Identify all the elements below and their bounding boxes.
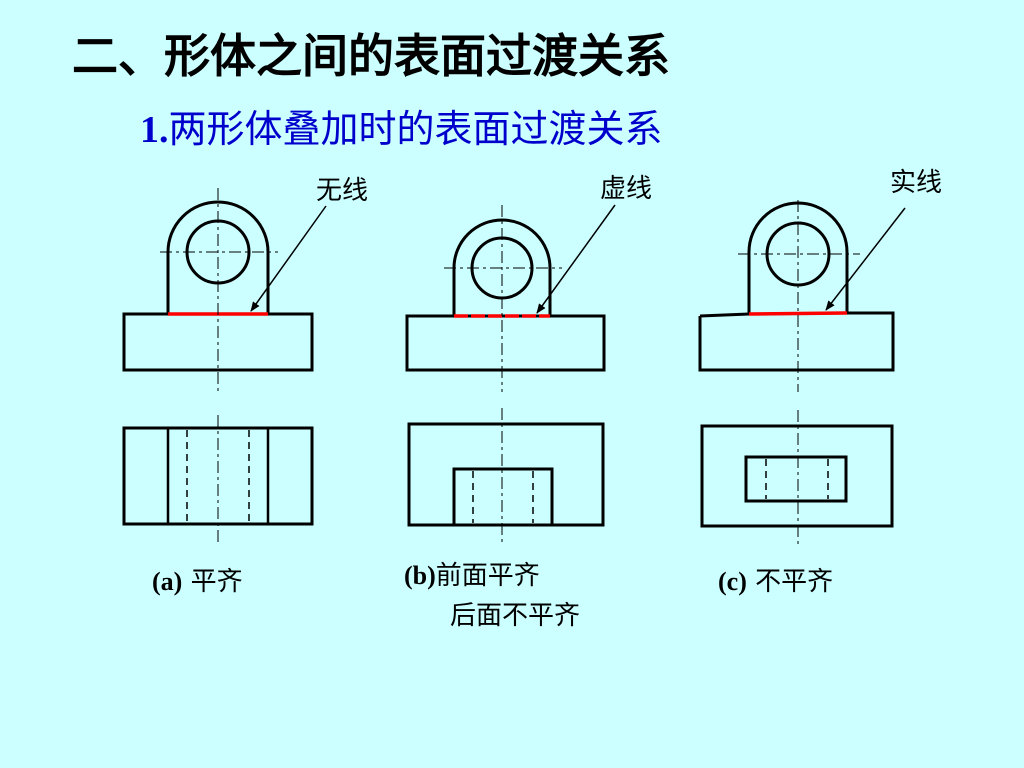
front-view-c [698, 201, 895, 372]
drawing-c [698, 200, 906, 545]
top-outline-c [700, 424, 894, 528]
caption-b-prefix: (b) [404, 561, 436, 590]
arrow-c [825, 207, 906, 311]
arrow-b [536, 204, 616, 314]
section-subtitle: 1.两形体叠加时的表面过渡关系 [140, 98, 663, 153]
caption-c: (c) 不平齐 [718, 562, 833, 602]
top-lug-outline-b [452, 467, 554, 525]
caption-b-line1: 前面平齐 [435, 561, 540, 591]
arrow-a [250, 205, 327, 312]
subtitle-number: 1. [140, 109, 169, 151]
label-no-line: 无线 [316, 176, 369, 206]
front-view-b [405, 218, 606, 372]
upright-lug-a [166, 200, 270, 314]
caption-b: (b)前面平齐 后面不平齐 [404, 556, 580, 636]
top-outline-b [407, 422, 605, 527]
label-solid-line: 实线 [890, 168, 943, 198]
caption-a-prefix: (a) [152, 567, 183, 596]
junction-line-c [748, 311, 848, 316]
centerlines-b [444, 205, 562, 545]
top-view-a [122, 426, 314, 526]
caption-b-line2: 后面不平齐 [450, 601, 581, 631]
drawing-b [405, 204, 616, 545]
subtitle-text: 两形体叠加时的表面过渡关系 [168, 107, 663, 151]
top-lug-outline-c [744, 455, 848, 503]
caption-a: (a) 平齐 [152, 562, 243, 602]
caption-c-text: 不平齐 [746, 567, 834, 597]
centerlines-c [738, 200, 860, 545]
top-view-c [700, 424, 894, 528]
upright-lug-b [452, 218, 552, 316]
drawing-a [122, 188, 327, 545]
caption-a-text: 平齐 [182, 567, 243, 597]
centerlines-a [160, 188, 278, 545]
page-title: 二、形体之间的表面过渡关系 [72, 29, 670, 83]
base-block-c [698, 311, 895, 372]
caption-c-prefix: (c) [718, 567, 747, 596]
label-dashed-line: 虚线 [600, 174, 653, 204]
top-outline-a [122, 426, 314, 526]
base-block-b [405, 314, 606, 372]
top-view-b [407, 422, 605, 527]
